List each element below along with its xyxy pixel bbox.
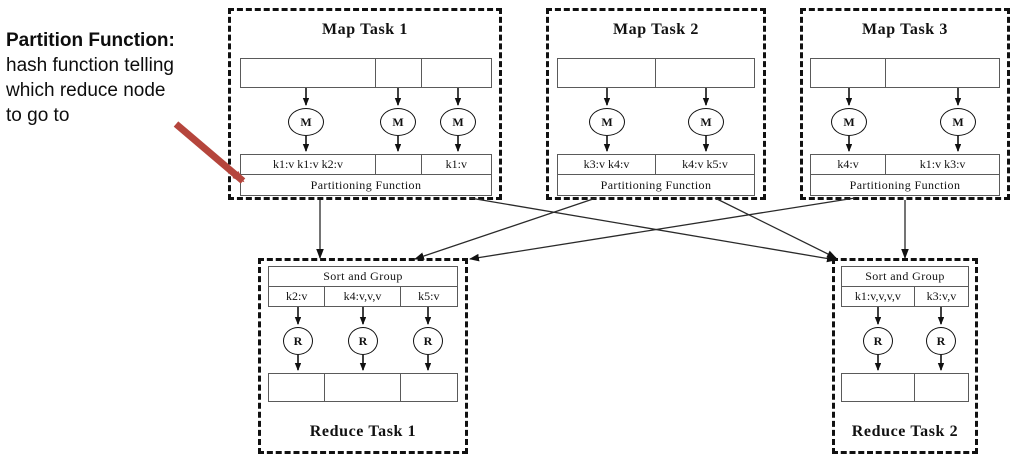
map-task-1-partitioning-function: Partitioning Function (240, 174, 492, 196)
reduce-task-2-title: Reduce Task 2 (851, 423, 959, 440)
map-task-3-input-strip (810, 58, 1000, 88)
map-task-1-input-cell-0 (241, 59, 376, 87)
map-task-3-output-cell-0: k4:v (811, 155, 887, 174)
reduce-task-2-output-cell-0 (842, 374, 915, 401)
map-task-1-node-1: M (380, 108, 416, 136)
map-task-1-input-strip (240, 58, 492, 88)
reduce-task-2-group-cell-1: k3:v,v (926, 289, 957, 303)
map-task-2-node-1: M (688, 108, 724, 136)
reduce-task-1-title: Reduce Task 1 (309, 423, 417, 440)
map-task-1-node-0: M (288, 108, 324, 136)
map-task-3-input-cell-0 (811, 59, 887, 87)
shuffle-arrows (316, 197, 909, 263)
map-task-1-output-cell-1 (376, 155, 422, 174)
reduce-task-1-container: Reduce Task 1 (258, 258, 468, 454)
map-task-3-container: Map Task 3 (800, 8, 1010, 200)
map-task-2-input-strip (557, 58, 755, 88)
reduce-task-2-container: Reduce Task 2 (832, 258, 978, 454)
map-task-1-output-cell-0: k1:v k1:v k2:v (241, 155, 376, 174)
map-task-1-title: Map Task 1 (321, 21, 409, 38)
reduce-task-2-output-strip (841, 373, 969, 402)
shuffle-arrow-mt3-rt1 (469, 197, 856, 262)
shuffle-arrow-mt2-rt2 (714, 197, 837, 259)
reduce-task-2-node-0: R (863, 327, 893, 355)
map-task-1-container: Map Task 1 (228, 8, 502, 200)
shuffle-arrow-mt2-rt1 (414, 197, 597, 260)
reduce-task-1-group-cell-2: k5:v (418, 289, 440, 303)
map-task-1-node-2: M (440, 108, 476, 136)
reduce-task-1-node-2: R (413, 327, 443, 355)
map-task-3-input-cell-1 (886, 59, 999, 87)
annotation-rest-text: hash function telling which reduce node … (6, 55, 174, 126)
reduce-task-2-node-1: R (926, 327, 956, 355)
map-task-1-output-cell-2: k1:v (445, 157, 467, 171)
reduce-task-1-output-cell-0 (269, 374, 326, 401)
map-task-3-title: Map Task 3 (861, 21, 949, 38)
map-task-3-node-0: M (831, 108, 867, 136)
reduce-task-1-sort-and-group: Sort and Group (268, 266, 458, 287)
map-task-3-output-cell-1: k1:v k3:v (919, 157, 966, 171)
reduce-task-1-output-cell-2 (401, 374, 457, 401)
partition-function-annotation: Partition Function: hash function tellin… (6, 28, 176, 128)
map-task-3-node-1: M (940, 108, 976, 136)
map-task-2-title: Map Task 2 (612, 21, 700, 38)
map-task-1-output-strip: k1:v k1:v k2:v k1:v (240, 154, 492, 175)
map-task-2-partitioning-function: Partitioning Function (557, 174, 755, 196)
reduce-task-1-group-cell-1: k4:v,v,v (325, 287, 401, 306)
reduce-task-1-node-1: R (348, 327, 378, 355)
map-task-3-partitioning-function: Partitioning Function (810, 174, 1000, 196)
map-task-3-output-strip: k4:v k1:v k3:v (810, 154, 1000, 175)
reduce-task-2-group-cell-0: k1:v,v,v,v (842, 287, 915, 306)
reduce-task-1-output-cell-1 (325, 374, 401, 401)
map-task-2-output-cell-1: k4:v k5:v (682, 157, 728, 171)
shuffle-arrow-mt1-rt2 (469, 197, 837, 263)
map-task-2-output-cell-0: k3:v k4:v (558, 155, 656, 174)
reduce-task-1-group-strip: k2:v k4:v,v,v k5:v (268, 286, 458, 307)
reduce-task-1-output-strip (268, 373, 458, 402)
map-task-2-input-cell-1 (656, 59, 754, 87)
map-task-1-input-cell-2 (422, 59, 491, 87)
map-task-2-input-cell-0 (558, 59, 656, 87)
reduce-task-2-sort-and-group: Sort and Group (841, 266, 969, 287)
reduce-task-2-group-strip: k1:v,v,v,v k3:v,v (841, 286, 969, 307)
map-task-2-node-0: M (589, 108, 625, 136)
reduce-task-1-group-cell-0: k2:v (269, 287, 326, 306)
reduce-task-1-node-0: R (283, 327, 313, 355)
map-task-1-input-cell-1 (376, 59, 422, 87)
reduce-task-2-output-cell-1 (915, 374, 968, 401)
map-task-2-output-strip: k3:v k4:v k4:v k5:v (557, 154, 755, 175)
annotation-bold-text: Partition Function: (6, 30, 175, 51)
